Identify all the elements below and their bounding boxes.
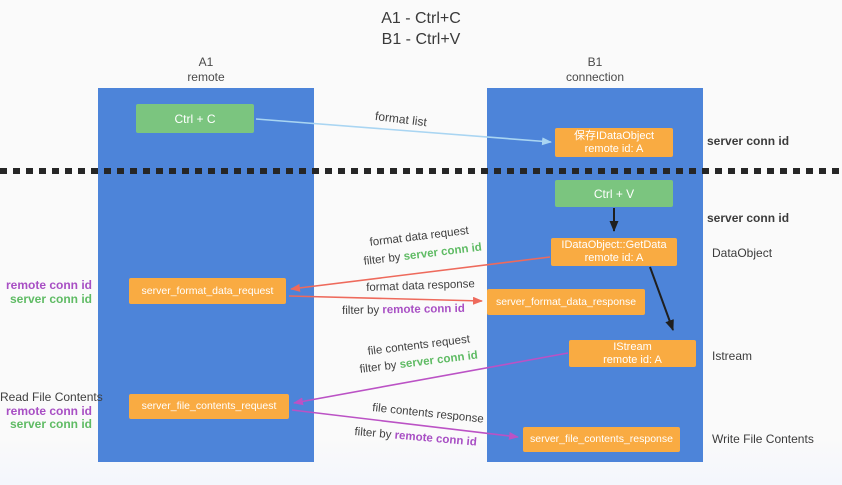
node-save-dataobject-line1: 保存IDataObject <box>573 129 655 142</box>
node-server-format-data-response: server_format_data_response <box>487 289 645 315</box>
node-istream: IStream remote id: A <box>569 340 696 367</box>
node-format-request-label: server_format_data_request <box>141 284 274 297</box>
node-server-file-contents-response: server_file_contents_response <box>523 427 680 452</box>
node-istream-line2: remote id: A <box>603 353 662 366</box>
node-server-format-data-request: server_format_data_request <box>129 278 286 304</box>
node-file-request-label: server_file_contents_request <box>141 400 277 412</box>
node-getdata-line2: remote id: A <box>584 252 644 264</box>
server-conn-id-text: server conn id <box>402 241 483 264</box>
lane-b1-name: B1 <box>587 55 603 69</box>
edge-label-format-list: format list <box>374 109 428 130</box>
left-remote-conn-id-1: remote conn id <box>5 278 92 292</box>
node-ctrl-v-label: Ctrl + V <box>593 186 635 201</box>
node-server-file-contents-request: server_file_contents_request <box>129 394 289 419</box>
edge-label-filter-by-remote-conn-1: filter by remote conn id <box>342 303 465 317</box>
node-getdata: IDataObject::GetData remote id: A <box>551 238 677 266</box>
side-label-server-conn-id-mid: server conn id <box>707 211 790 225</box>
left-server-conn-id-1: server conn id <box>9 291 92 306</box>
lane-b1-role: connection <box>565 70 625 84</box>
left-stack-format: remote conn id server conn id <box>0 278 92 306</box>
filter-by-text: filter by <box>363 251 402 268</box>
node-save-dataobject: 保存IDataObject remote id: A <box>555 128 673 157</box>
node-ctrl-c: Ctrl + C <box>136 104 254 133</box>
edge-label-filter-by-remote-conn-2: filter by remote conn id <box>354 426 477 449</box>
left-remote-conn-id-2: remote conn id <box>5 403 92 418</box>
node-istream-line1: IStream <box>613 340 652 353</box>
copy-paste-divider-line <box>0 168 842 174</box>
filter-by-text: filter by <box>359 359 398 376</box>
title-line-2: B1 - Ctrl+V <box>381 31 461 48</box>
side-label-server-conn-id-top: server conn id <box>707 134 790 148</box>
node-getdata-line1: IDataObject::GetData <box>561 239 667 251</box>
title-line-1: A1 - Ctrl+C <box>381 10 461 27</box>
side-label-istream: Istream <box>712 349 753 363</box>
server-conn-id-text: server conn id <box>398 349 479 372</box>
remote-conn-id-text: remote conn id <box>382 302 465 317</box>
diagram-title: A1 - Ctrl+C B1 - Ctrl+V <box>0 8 842 50</box>
node-file-response-label: server_file_contents_response <box>529 433 673 445</box>
side-label-dataobject: DataObject <box>712 246 773 260</box>
node-ctrl-v: Ctrl + V <box>555 180 673 207</box>
left-stack-file: Read File Contents remote conn id server… <box>0 390 103 432</box>
side-label-write-file-contents: Write File Contents <box>712 432 814 446</box>
left-read-file-contents: Read File Contents <box>0 390 103 404</box>
lane-header-a1: A1 remote <box>98 55 314 85</box>
format-data-response-arrow <box>288 295 483 305</box>
lane-a1-name: A1 <box>198 55 214 69</box>
left-server-conn-id-2: server conn id <box>9 417 92 431</box>
node-ctrl-c-label: Ctrl + C <box>174 111 216 126</box>
remote-conn-id-text: remote conn id <box>394 429 478 449</box>
lane-header-b1: B1 connection <box>487 55 703 85</box>
filter-by-text: filter by <box>342 304 380 317</box>
node-format-response-label: server_format_data_response <box>495 295 637 308</box>
edge-label-file-contents-response: file contents response <box>371 402 485 426</box>
edge-label-format-data-response: format data response <box>366 278 476 294</box>
lane-a1-role: remote <box>187 70 225 84</box>
node-save-dataobject-line2: remote id: A <box>584 142 644 155</box>
filter-by-text: filter by <box>353 426 392 442</box>
